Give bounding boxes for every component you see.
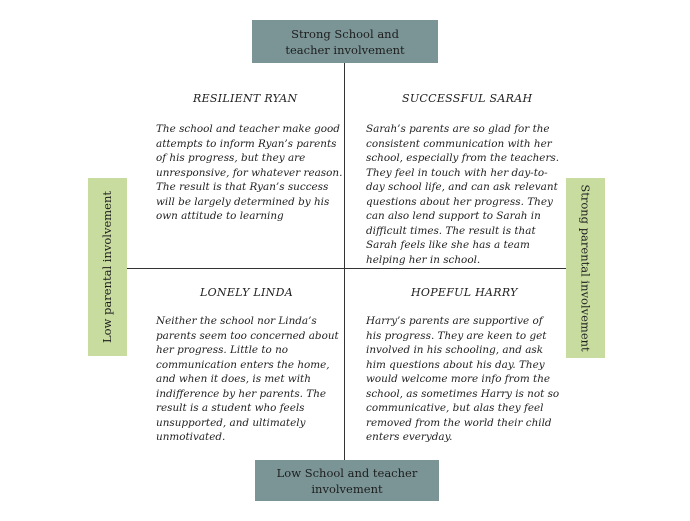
text-line: school, as sometimes Harry is not so xyxy=(366,387,560,400)
text-line: Harry’s parents are supportive of xyxy=(366,315,543,327)
text-line: The school and teacher make good xyxy=(156,123,340,135)
text-line: own attitude to learning xyxy=(156,210,284,222)
text-line: questions about her progress. They xyxy=(366,195,553,208)
text-line: The result is that Ryan’s success xyxy=(156,181,329,193)
text-line: helping her in school. xyxy=(366,253,481,266)
text-line: of his progress, but they are xyxy=(156,152,306,164)
quadrant-body-bottom-left: Neither the school nor Linda’s parents s… xyxy=(156,314,339,445)
axis-label-top: Strong School and teacher involvement xyxy=(252,20,438,63)
quadrant-title-bottom-left: LONELY LINDA xyxy=(200,286,293,299)
text-line: involved in his schooling, and ask xyxy=(366,344,544,356)
quadrant-title-bottom-right: HOPEFUL HARRY xyxy=(411,286,518,299)
quadrant-body-bottom-right: Harry’s parents are supportive of his pr… xyxy=(366,314,559,445)
text-line: her progress. Little to no xyxy=(156,344,289,356)
quadrant-title-top-left: RESILIENT RYAN xyxy=(193,92,298,105)
vertical-axis-line xyxy=(344,62,345,460)
text-line: removed from the world their child xyxy=(366,416,552,429)
text-line: communicative, but alas they feel xyxy=(366,402,544,414)
text-line: parents seem too concerned about xyxy=(156,329,339,342)
text-line: enters everyday. xyxy=(366,431,453,443)
text-line: Neither the school nor Linda’s xyxy=(156,315,317,327)
text-line: his progress. They are keen to get xyxy=(366,329,547,342)
text-line: result is a student who feels xyxy=(156,402,305,414)
text-line: him questions about his day. They xyxy=(366,358,545,371)
axis-label-right: Strong parental involvement xyxy=(566,178,605,358)
text-line: will be largely determined by his xyxy=(156,195,330,208)
quadrant-body-top-left: The school and teacher make good attempt… xyxy=(156,122,342,224)
text-line: Sarah’s parents are so glad for the xyxy=(366,123,550,135)
text-line: consistent communication with her xyxy=(366,137,552,150)
text-line: attempts to inform Ryan’s parents xyxy=(156,137,337,150)
text-line: They feel in touch with her day-to- xyxy=(366,166,548,179)
horizontal-axis-line xyxy=(127,268,566,269)
text-line: unresponsive, for whatever reason. xyxy=(156,166,343,179)
text-line: difficult times. The result is that xyxy=(366,224,536,237)
quadrant-title-top-right: SUCCESSFUL SARAH xyxy=(402,92,533,105)
axis-label-bottom: Low School and teacher involvement xyxy=(255,460,439,501)
text-line: can also lend support to Sarah in xyxy=(366,210,541,222)
axis-label-left: Low parental involvement xyxy=(88,178,127,356)
text-line: indifference by her parents. The xyxy=(156,387,327,400)
text-line: day school life, and can ask relevant xyxy=(366,181,558,193)
text-line: unsupported, and ultimately xyxy=(156,416,306,429)
text-line: unmotivated. xyxy=(156,431,226,443)
text-line: Sarah feels like she has a team xyxy=(366,239,530,251)
text-line: school, especially from the teachers. xyxy=(366,152,560,164)
text-line: communication enters the home, xyxy=(156,358,330,371)
text-line: and when it does, is met with xyxy=(156,373,311,385)
text-line: would welcome more info from the xyxy=(366,373,551,385)
quadrant-body-top-right: Sarah’s parents are so glad for the cons… xyxy=(366,122,559,267)
